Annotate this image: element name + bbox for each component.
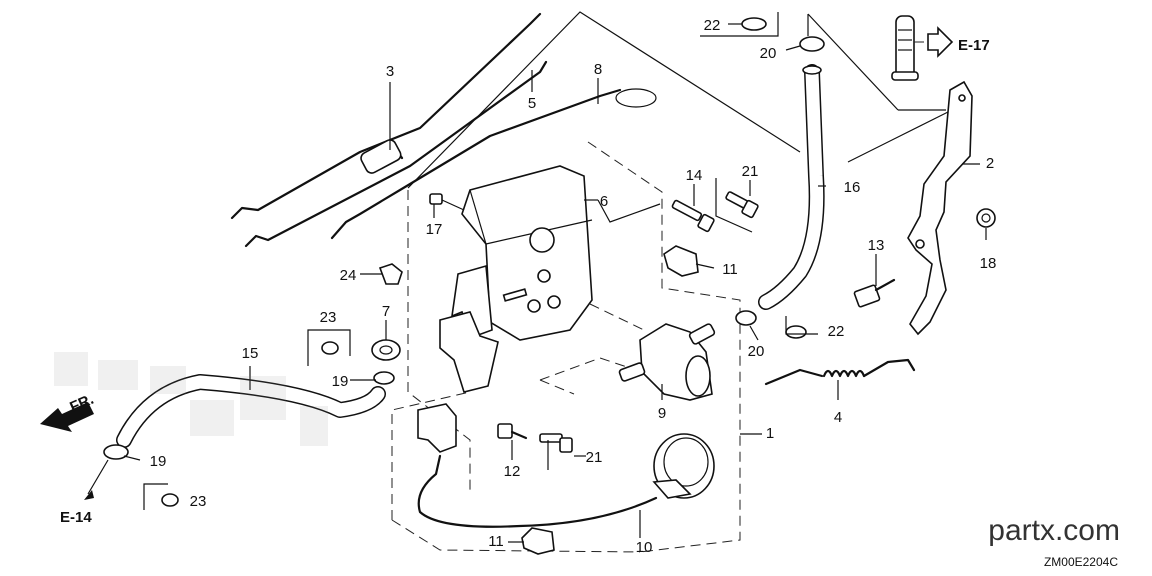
clip-23-lower [161,493,179,507]
callout-15: 15 [242,345,259,362]
callout-13: 13 [868,237,885,254]
callout-16: 16 [844,179,861,196]
cover-6 [461,165,593,341]
grommet-18 [976,208,996,228]
callout-8: 8 [594,61,602,78]
fuel-cap [652,433,715,499]
clip-11-upper [663,245,699,277]
bracket-under-cover [439,264,499,393]
clip-22-upper [741,17,767,31]
bolt-21-upper [725,191,759,219]
callout-17: 17 [426,221,443,238]
watermark [54,352,328,446]
callout-18: 18 [980,255,997,272]
wire-10 [417,403,658,528]
callout-7: 7 [382,303,390,320]
spring-4 [764,358,916,386]
callout-1: 1 [766,425,774,442]
callout-5: 5 [528,95,536,112]
clamp-20-lower [735,310,757,326]
callout-21-upper: 21 [742,163,759,180]
rod-3 [230,12,542,220]
bracket-2 [907,80,973,336]
callout-12: 12 [504,463,521,480]
e17-arrow-icon [914,26,954,58]
front-arrow-icon [40,402,94,432]
callout-9: 9 [658,405,666,422]
callout-2: 2 [986,155,994,172]
callout-21-lower: 21 [586,449,603,466]
callout-19-lower: 19 [150,453,167,470]
bolt-13 [853,278,896,308]
valve-9 [618,323,716,401]
rod-5 [244,60,548,248]
callout-20-upper: 20 [760,45,777,62]
clamp-19-upper [373,371,395,385]
ref-e17: E-17 [958,37,990,54]
callout-19-upper: 19 [332,373,349,390]
callout-4: 4 [834,409,842,426]
clip-23-upper [321,341,339,355]
diagram-code: ZM00E2204C [1044,555,1118,569]
callout-22-upper: 22 [704,17,721,34]
grommet-7 [371,339,401,361]
bolt-17 [429,193,465,211]
clip-24 [378,263,403,285]
callout-22-lower: 22 [828,323,845,340]
callout-3: 3 [386,63,394,80]
callout-11-lower: 11 [488,533,504,550]
callout-23-upper: 23 [320,309,337,326]
clamp-20-upper [799,36,825,52]
frame-lines [407,11,949,189]
callout-10: 10 [636,539,653,556]
bolt-14 [671,199,715,233]
brand-watermark: partx.com [988,514,1120,547]
bolt-12 [497,423,528,440]
callout-6: 6 [600,193,608,210]
callout-24: 24 [340,267,357,284]
callout-23-lower: 23 [190,493,207,510]
clip-22-lower [785,325,807,339]
hose-15 [116,374,386,448]
ref-e14: E-14 [60,509,92,526]
callout-20-lower: 20 [748,343,765,360]
callout-labels: 1 2 3 4 5 6 7 8 9 10 11 11 12 13 14 15 1… [150,17,997,556]
rod-8 [330,88,657,240]
breather-pipe [891,15,919,81]
e14-arrow-icon [84,490,94,500]
clip-11-lower [521,527,555,555]
callout-14: 14 [686,167,703,184]
callout-11-upper: 11 [722,261,738,278]
bolt-21-lower [539,433,573,453]
clamp-19-lower [103,444,129,460]
leader-lines [87,12,987,543]
hose-16 [758,64,825,310]
